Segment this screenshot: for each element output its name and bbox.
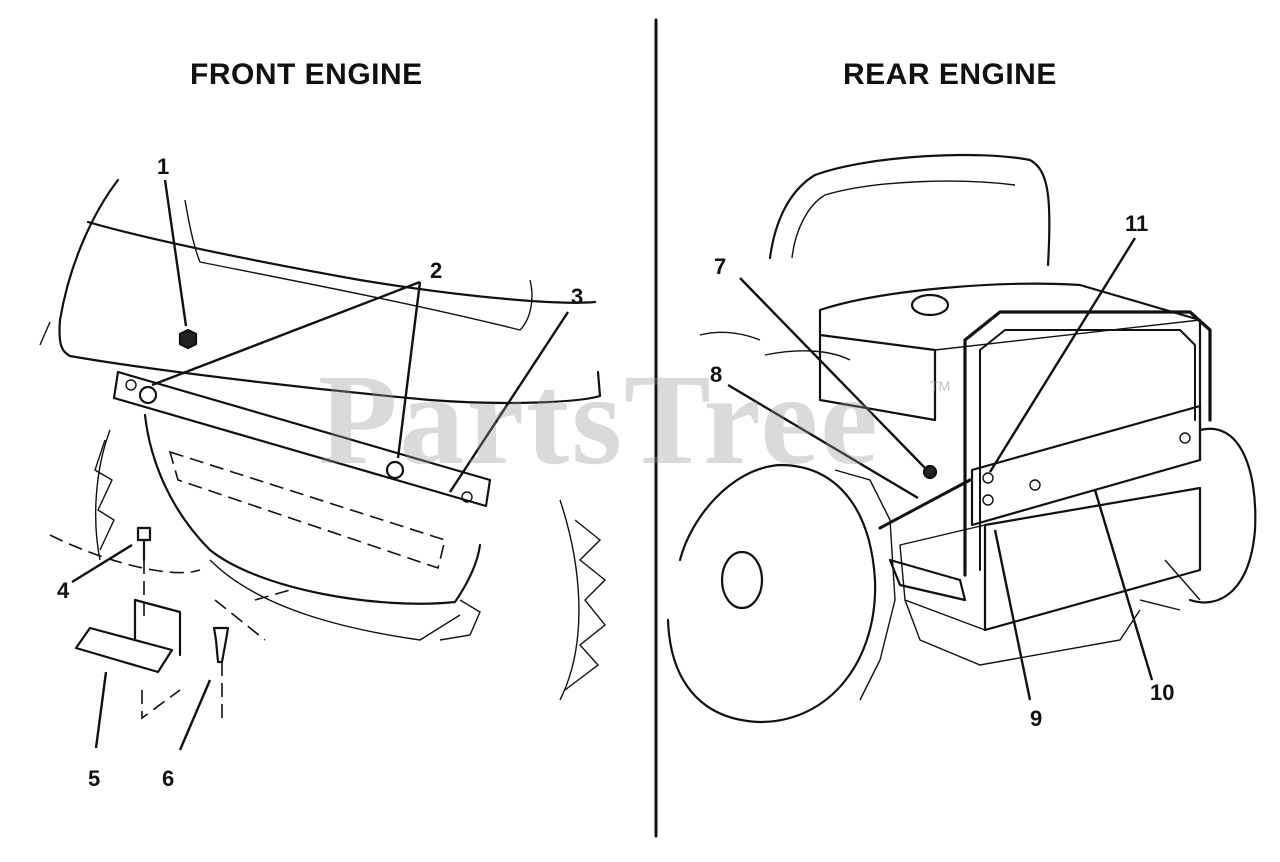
part-4-bolt: [136, 526, 152, 562]
bar-hole-right: [461, 491, 473, 503]
fuel-cap: [910, 293, 950, 317]
engine-top-edge: [934, 319, 1201, 351]
hood-outline: [58, 178, 602, 405]
seat-back-inner: [791, 180, 1016, 259]
callout-11: 11: [1125, 211, 1149, 236]
rear-engine-drawing: [666, 153, 1257, 724]
deck-underside: [209, 559, 461, 641]
front-engine-title: FRONT ENGINE: [190, 58, 423, 91]
rear-frame-loop-inner: [979, 329, 1196, 571]
callout-6: 6: [162, 766, 175, 791]
wheel-hub-left: [720, 550, 764, 610]
rear-bracket-plate: [970, 404, 1202, 527]
rear-frame-loop-outer: [963, 310, 1212, 577]
hood-crease: [86, 220, 597, 304]
hood-panel: [184, 199, 533, 331]
callout-2: 2: [430, 258, 443, 283]
frame-rail: [888, 558, 967, 602]
leader-5: [94, 671, 108, 749]
rear-chute-side: [899, 524, 986, 632]
callout-4: 4: [57, 578, 70, 603]
wheel-tread-right: [1139, 559, 1201, 611]
leader-4: [71, 543, 133, 584]
seat-back-outer: [768, 153, 1051, 267]
callout-3: 3: [571, 284, 584, 309]
front-tire-right: [559, 499, 607, 701]
pulley-bracket: [439, 599, 481, 641]
leader-10: [1093, 489, 1154, 681]
leader-7: [739, 277, 926, 469]
leader-3: [448, 311, 570, 493]
rear-wheel-left: [666, 463, 877, 724]
watermark-text: PartsTree: [318, 348, 880, 492]
front-engine-drawing: [39, 178, 607, 751]
wheel-tread-left: [834, 469, 896, 701]
engine-block-face: [818, 333, 937, 422]
front-bracket-bar: [112, 370, 492, 508]
bar-hole-left: [125, 379, 137, 391]
hood-edge: [39, 321, 51, 346]
bolt-2-left: [138, 385, 158, 405]
leader-11: [988, 237, 1137, 473]
ground-dashed: [49, 534, 201, 574]
plate-hole-1: [982, 472, 994, 484]
callout-8: 8: [710, 362, 723, 387]
engine-top: [818, 282, 1202, 462]
plate-hole-3: [1029, 479, 1041, 491]
nut-7: [922, 464, 938, 480]
plate-hole-2: [982, 494, 994, 506]
leader-2b: [396, 281, 422, 459]
link-rod: [878, 478, 972, 530]
part-5-dashline: [141, 689, 181, 720]
callout-5: 5: [88, 766, 101, 791]
part-6-pin: [212, 626, 230, 664]
leader-2a: [151, 280, 421, 387]
rear-chute-box: [983, 486, 1202, 632]
callout-9: 9: [1030, 706, 1043, 731]
skid-panel-dashed: [168, 450, 446, 570]
callout-10: 10: [1150, 680, 1175, 705]
front-tire-left: [94, 429, 115, 561]
front-skid-panel: [143, 413, 482, 605]
bolt-2-right: [385, 460, 405, 480]
leader-6: [178, 679, 212, 751]
leader-9: [993, 529, 1032, 701]
rear-engine-title: REAR ENGINE: [843, 58, 1057, 91]
leader-8: [727, 383, 919, 500]
plate-hole-4: [1179, 432, 1191, 444]
rear-wheel-right: [1188, 427, 1257, 604]
part-5-bracket: [74, 598, 182, 674]
watermark-tm: TM: [930, 378, 951, 394]
part-6-dashline: [214, 589, 291, 718]
bolt-1: [178, 328, 198, 350]
engine-base: [904, 599, 1141, 666]
body-lines: [699, 331, 851, 361]
leader-1: [163, 179, 188, 327]
callout-1: 1: [157, 154, 170, 179]
callout-7: 7: [714, 254, 727, 279]
